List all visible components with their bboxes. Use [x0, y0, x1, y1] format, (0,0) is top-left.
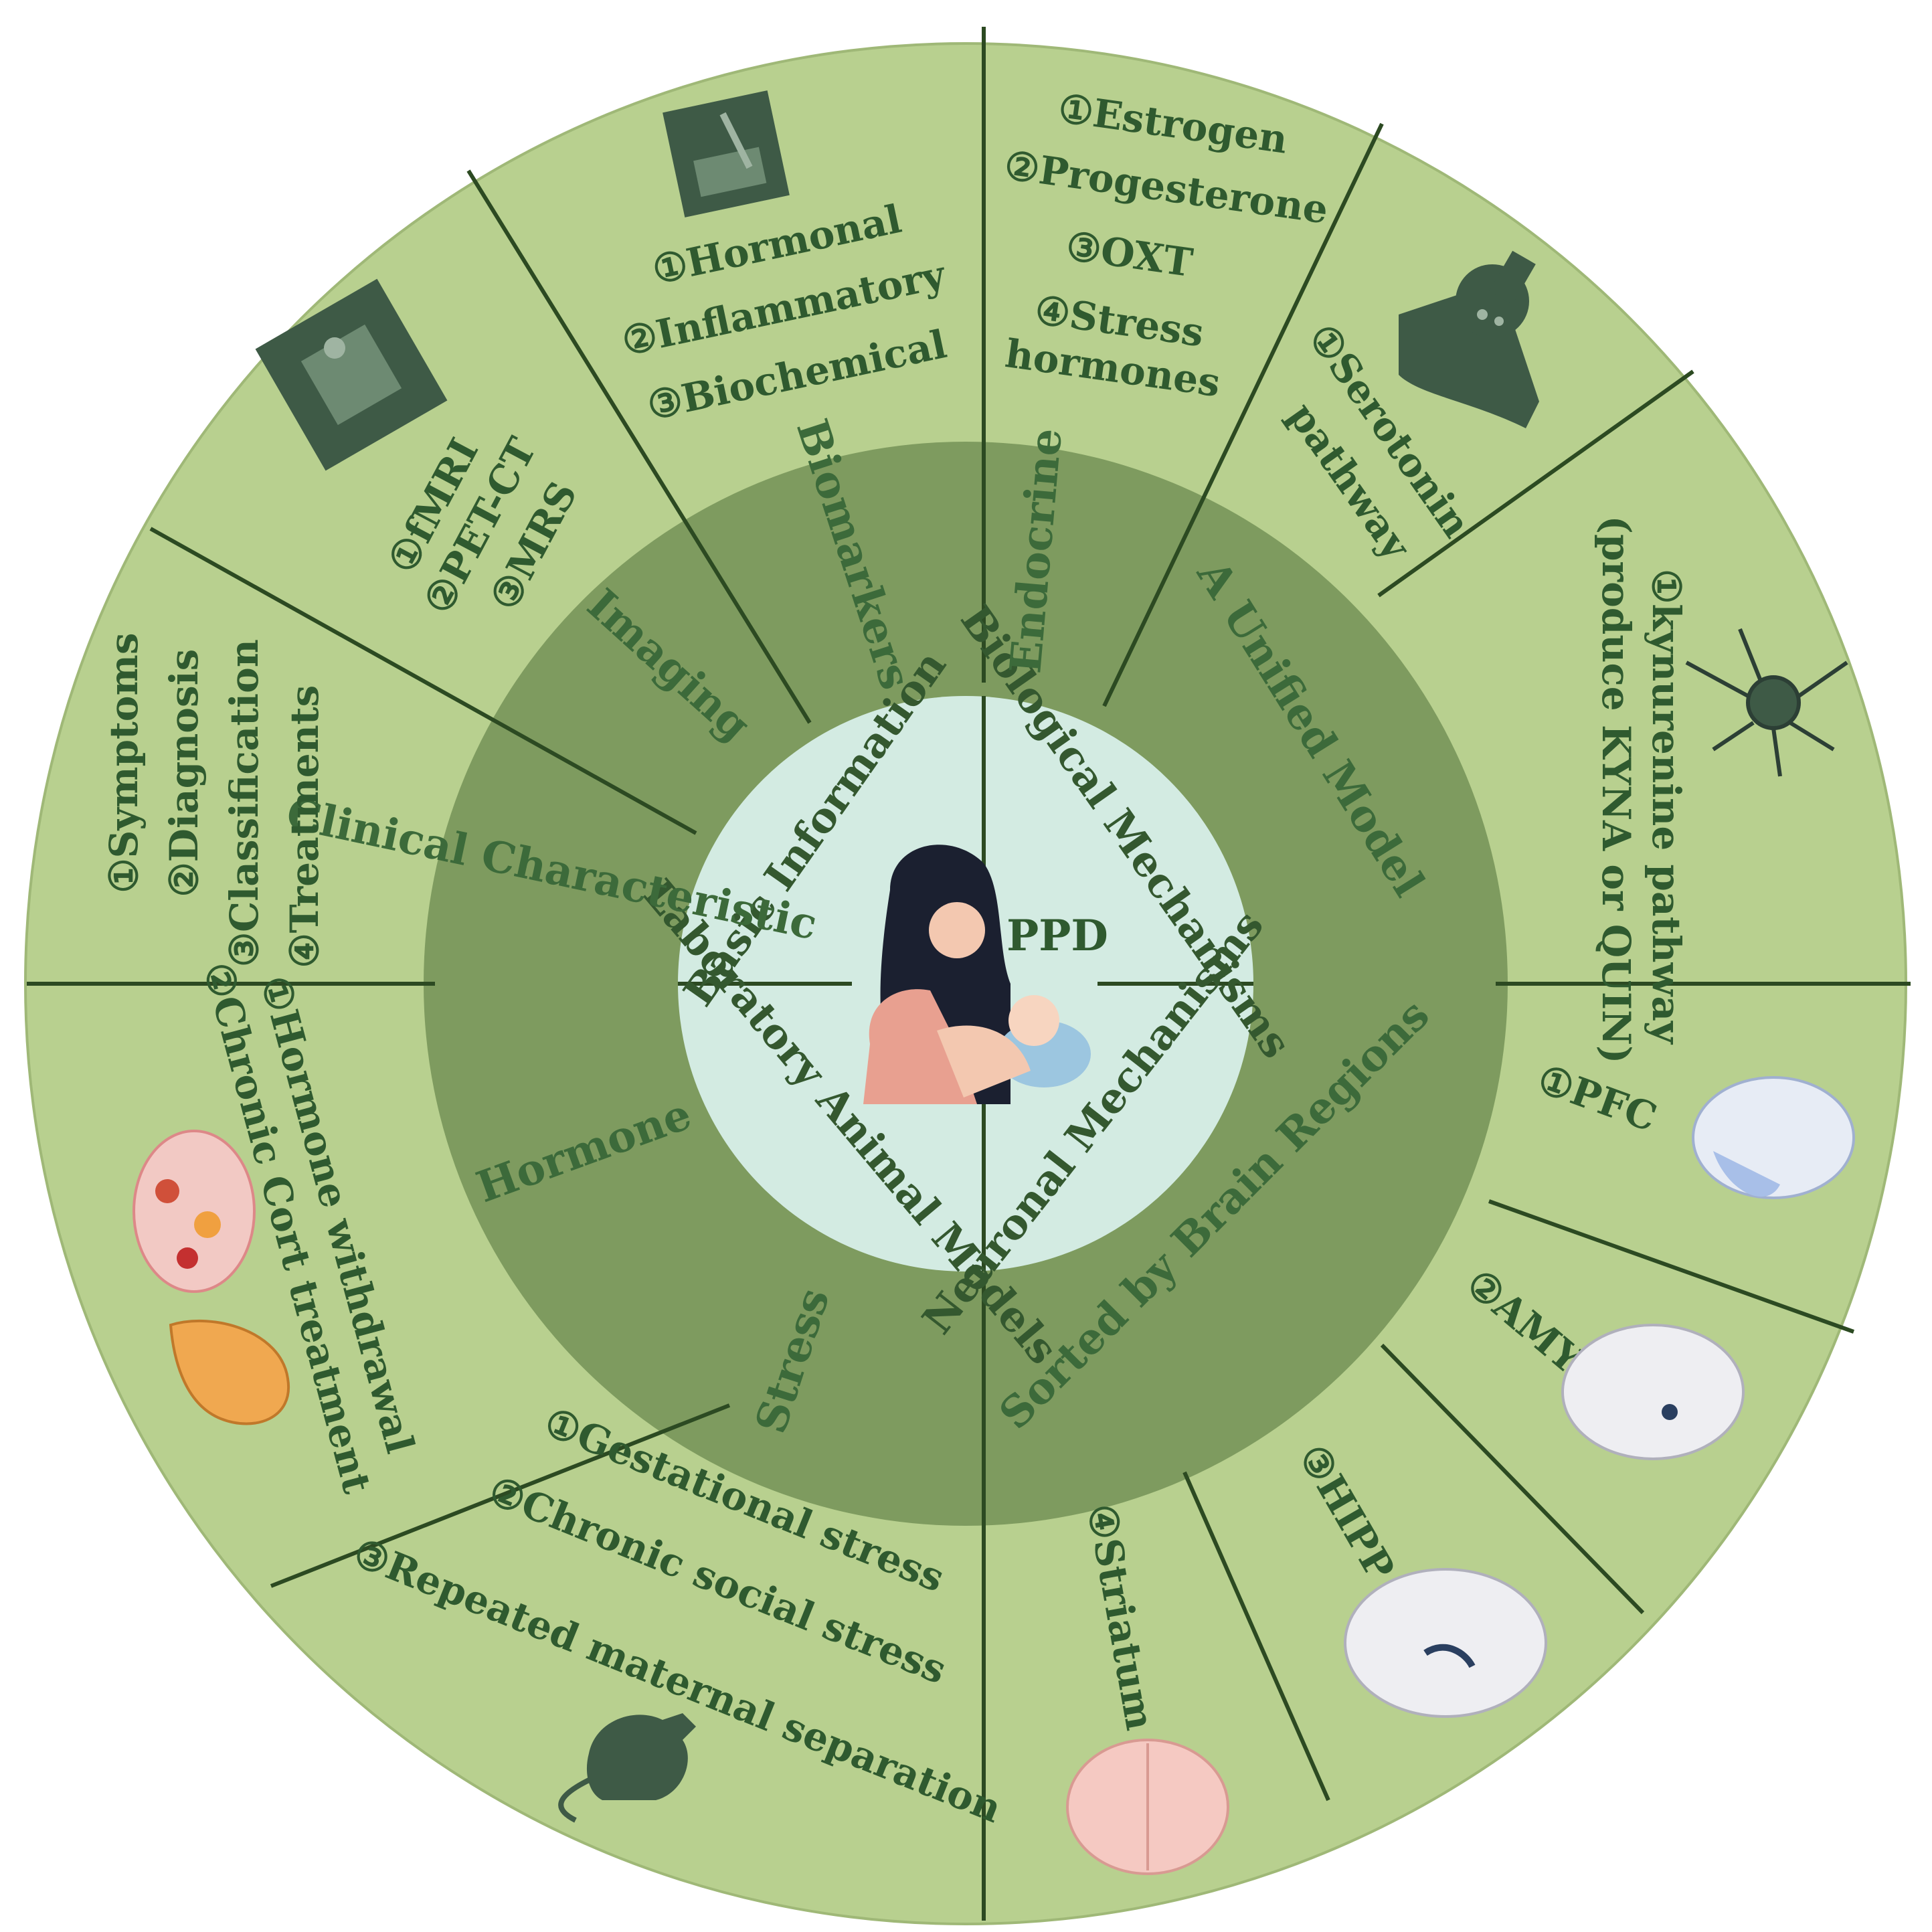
ovary-icon — [133, 1130, 256, 1293]
clinical-item-1: ①Symptoms — [101, 632, 147, 893]
center-label-ppd: PPD — [1006, 911, 1108, 961]
mri-scanner-icon — [255, 278, 448, 471]
brain-amy-icon — [1561, 1324, 1745, 1460]
neuron-icon — [1685, 628, 1848, 777]
clinical-item-4: ④Treatments — [282, 685, 327, 968]
kynurenine-item-2: (produce KYNA or QUIN) — [1593, 516, 1639, 1064]
outer-kynurenine-list: ①kynurenine pathway (produce KYNA or QUI… — [1593, 516, 1689, 1064]
outer-clinical-list: ①Symptoms ②Diagnosis ③Classification ④Tr… — [101, 632, 327, 968]
kynurenine-item-1: ①kynurenine pathway — [1644, 569, 1689, 1045]
brain-striatum-icon — [1066, 1739, 1229, 1875]
synapse-icon — [1399, 250, 1539, 428]
adrenal-gland-icon — [169, 1319, 290, 1425]
outer-dividers — [27, 27, 1911, 1921]
brain-hipp-icon — [1344, 1568, 1547, 1718]
brain-pfc-icon — [1692, 1076, 1855, 1199]
clinical-item-2: ②Diagnosis — [161, 649, 207, 897]
clinical-item-3: ③Classification — [222, 639, 267, 967]
mouse-icon — [558, 1713, 696, 1823]
test-tube-icon — [663, 90, 790, 217]
mother-infant-icon — [863, 845, 1091, 1104]
